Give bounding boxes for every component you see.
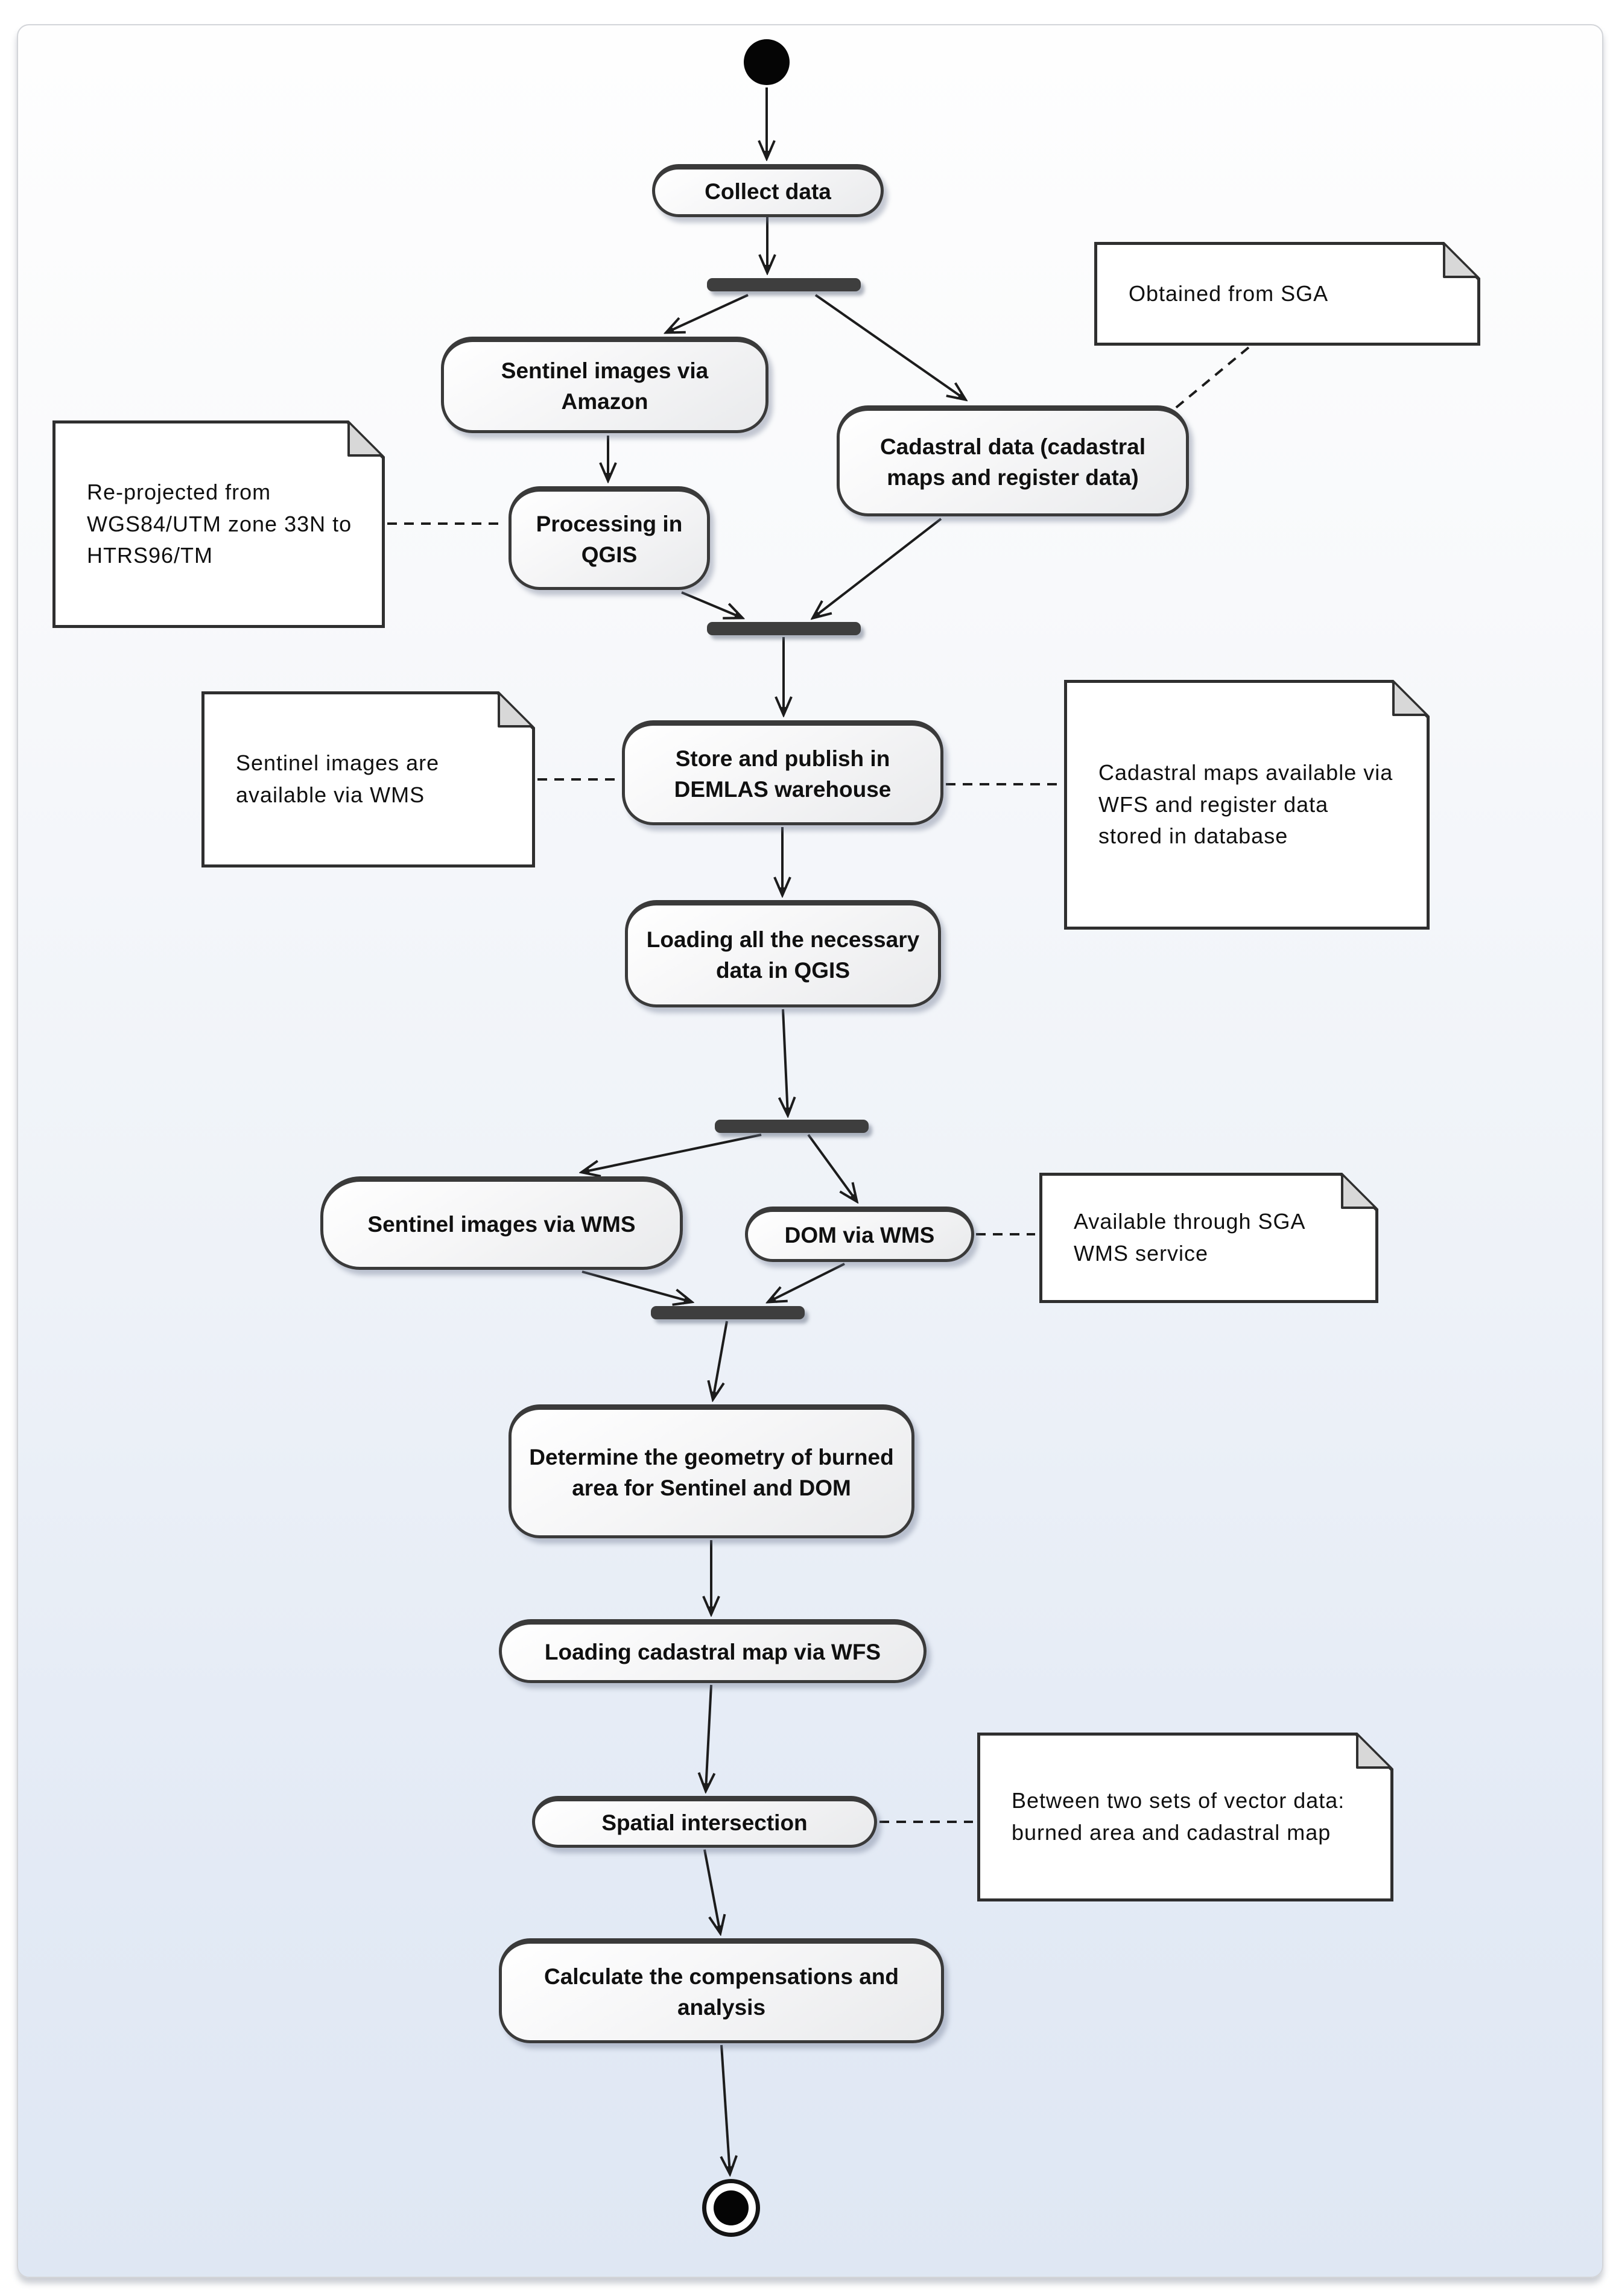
- note-text: Between two sets of vector data: burned …: [980, 1736, 1390, 1898]
- activity-calculate-compensations: Calculate the compensations and analysis: [499, 1938, 944, 2043]
- activity-label: Spatial intersection: [601, 1810, 808, 1836]
- initial-node: [744, 39, 790, 85]
- note-fold-icon: [1440, 242, 1480, 281]
- activity-label: Store and publish in DEMLAS warehouse: [674, 746, 892, 802]
- activity-label: Sentinel images via WMS: [367, 1211, 636, 1237]
- edge-fork2-to-dom-wms: [807, 1134, 857, 1201]
- edge-join2-to-determine: [713, 1321, 728, 1399]
- activity-label: Loading cadastral map via WFS: [544, 1640, 881, 1665]
- activity-label: Cadastral data (cadastral maps and regis…: [879, 434, 1146, 490]
- activity-loading-cadastral-map-wfs: Loading cadastral map via WFS: [499, 1619, 927, 1683]
- note-text: Re-projected from WGS84/UTM zone 33N to …: [55, 423, 382, 625]
- final-node: [702, 2179, 760, 2237]
- activity-label: Determine the geometry of burned area fo…: [529, 1444, 894, 1500]
- activity-dom-via-wms: DOM via WMS: [745, 1207, 974, 1262]
- activity-spatial-intersection: Spatial intersection: [532, 1796, 877, 1848]
- note-available-sga-wms: Available through SGA WMS service: [1039, 1173, 1378, 1303]
- note-text: Obtained from SGA: [1097, 245, 1477, 343]
- activity-store-publish-demlas: Store and publish in DEMLAS warehouse: [622, 720, 943, 825]
- notelink-sga-to-cadastral: [1170, 346, 1250, 413]
- edge-processing-to-join1: [681, 591, 742, 618]
- note-text: Sentinel images are available via WMS: [204, 694, 532, 864]
- activity-label: Loading all the necessary data in QGIS: [646, 927, 920, 983]
- edge-fork1-to-cadastral: [814, 294, 965, 399]
- activity-label: Collect data: [705, 179, 831, 205]
- diagram-background-panel: [17, 24, 1603, 2278]
- note-fold-icon: [495, 691, 535, 730]
- join-bar-2: [651, 1306, 805, 1319]
- activity-label: Processing in QGIS: [536, 511, 683, 567]
- edge-calculate-to-end: [721, 2044, 730, 2174]
- activity-processing-qgis: Processing in QGIS: [509, 486, 710, 590]
- edge-dom-wms-to-join2: [768, 1263, 845, 1302]
- edge-cadastral-to-join1: [813, 518, 942, 618]
- edge-fork2-to-sentinel-wms: [582, 1134, 762, 1172]
- edge-sentinel-wms-to-join2: [581, 1270, 691, 1302]
- activity-sentinel-images-amazon: Sentinel images via Amazon: [441, 337, 768, 433]
- fork-bar-2: [715, 1120, 869, 1133]
- activity-cadastral-data: Cadastral data (cadastral maps and regis…: [837, 405, 1189, 516]
- edge-loading-cadastral-to-spatial: [706, 1684, 711, 1790]
- activity-label: DOM via WMS: [784, 1223, 935, 1248]
- note-text: Cadastral maps available via WFS and reg…: [1067, 683, 1427, 927]
- activity-label: Sentinel images via Amazon: [501, 358, 709, 414]
- note-reprojected: Re-projected from WGS84/UTM zone 33N to …: [52, 420, 385, 628]
- note-sentinel-available-wms: Sentinel images are available via WMS: [201, 691, 535, 867]
- activity-collect-data: Collect data: [652, 164, 884, 217]
- note-fold-icon: [1390, 680, 1430, 718]
- join-bar-1: [707, 622, 861, 635]
- note-fold-icon: [1339, 1173, 1378, 1211]
- edge-loading-all-to-fork2: [783, 1009, 788, 1115]
- note-cadastral-wfs-database: Cadastral maps available via WFS and reg…: [1064, 680, 1430, 930]
- activity-label: Calculate the compensations and analysis: [543, 1964, 899, 2020]
- note-text: Available through SGA WMS service: [1042, 1176, 1375, 1300]
- note-fold-icon: [1354, 1733, 1393, 1771]
- edge-fork1-to-sentinel-amazon: [667, 294, 749, 332]
- note-obtained-from-sga: Obtained from SGA: [1094, 242, 1480, 346]
- activity-loading-all-data-qgis: Loading all the necessary data in QGIS: [625, 900, 941, 1007]
- note-between-two-sets: Between two sets of vector data: burned …: [977, 1733, 1393, 1901]
- final-node-core: [714, 2190, 749, 2225]
- note-fold-icon: [345, 420, 385, 459]
- edge-spatial-to-calculate: [703, 1849, 720, 1933]
- activity-sentinel-images-wms: Sentinel images via WMS: [320, 1176, 683, 1270]
- activity-determine-geometry: Determine the geometry of burned area fo…: [509, 1404, 914, 1538]
- fork-bar-1: [707, 278, 861, 291]
